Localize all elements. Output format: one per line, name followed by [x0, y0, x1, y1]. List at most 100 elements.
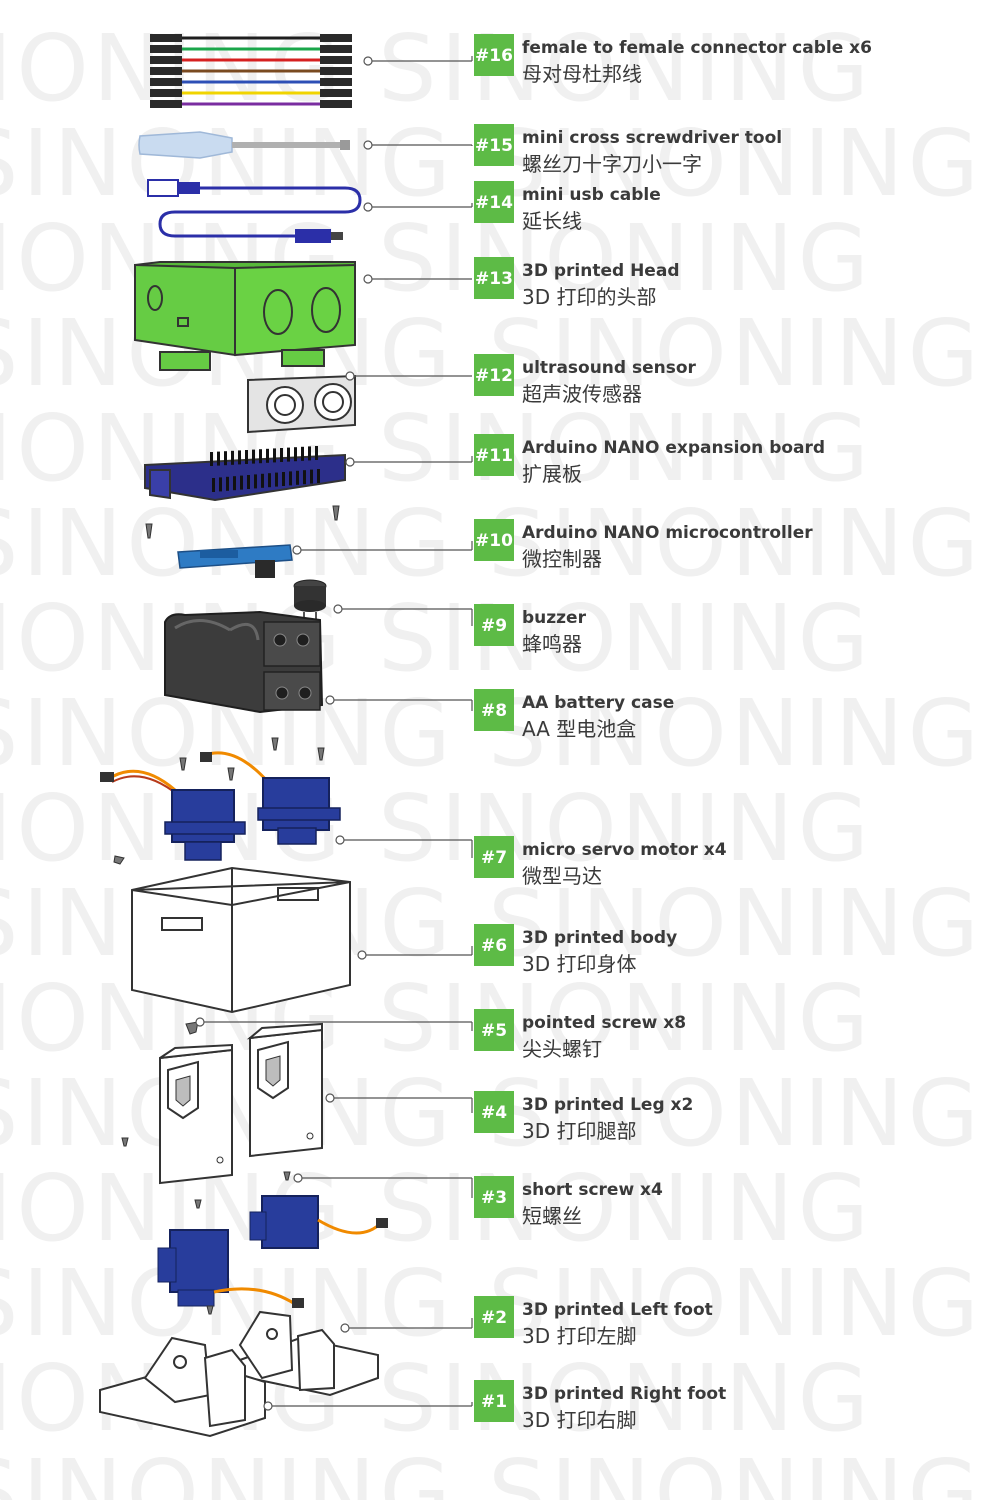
- header-pin: [303, 470, 306, 485]
- watermark-text: SINONING SINONING: [0, 775, 873, 882]
- header-pin: [301, 446, 304, 461]
- part-number-badge: [474, 181, 514, 223]
- body-illustration: [131, 866, 351, 1014]
- header-pin: [219, 477, 222, 492]
- part-number: #1: [481, 1392, 507, 1412]
- header-pin: [212, 478, 215, 492]
- part-number-badge: [474, 1296, 514, 1338]
- part-number: #13: [475, 269, 513, 289]
- part-name-zh: 3D 打印左脚: [522, 1324, 636, 1348]
- part-number: #5: [481, 1021, 507, 1041]
- cable-connector: [320, 100, 352, 108]
- part-name-en: ultrasound sensor: [522, 358, 697, 378]
- leader-dot: [263, 1401, 273, 1411]
- legs-illustration: [121, 1022, 323, 1185]
- leader-dot: [363, 202, 373, 212]
- part-name-zh: 3D 打印右脚: [522, 1408, 636, 1432]
- short-screw-and-lower-servos-illustration: [157, 1171, 388, 1315]
- header-pin: [296, 470, 299, 485]
- part-number: #3: [481, 1188, 507, 1208]
- part-name-zh: 母对母杜邦线: [522, 62, 642, 86]
- header-pin: [233, 476, 236, 491]
- cable-connector: [320, 78, 352, 86]
- cable-connector: [320, 34, 352, 42]
- part-number: #16: [475, 46, 513, 66]
- watermark-text: SINONING SINONING: [0, 965, 873, 1072]
- feet-illustration: [99, 1310, 379, 1438]
- part-number-badge: [474, 1009, 514, 1051]
- part-name-en: 3D printed Head: [522, 261, 679, 281]
- header-pin: [282, 472, 285, 486]
- part-number: #9: [481, 616, 507, 636]
- header-pin: [268, 473, 271, 488]
- part-number: #10: [475, 531, 513, 551]
- part-name-en: 3D printed Right foot: [522, 1384, 726, 1404]
- pointed-screw-illustration: [185, 1021, 199, 1035]
- part-name-en: mini usb cable: [522, 185, 661, 205]
- part-number-badge: [474, 434, 514, 476]
- part-number-badge: [474, 124, 514, 166]
- leader-dot: [363, 56, 373, 66]
- header-pin: [317, 469, 320, 483]
- leader-dot: [363, 274, 373, 284]
- header-pin: [294, 447, 297, 462]
- part-name-zh: 微型马达: [522, 864, 602, 888]
- part-name-en: female to female connector cable x6: [522, 38, 872, 58]
- part-name-zh: 超声波传感器: [522, 382, 642, 406]
- part-name-en: 3D printed Left foot: [522, 1300, 713, 1320]
- ultrasound-sensor-illustration: [247, 374, 356, 434]
- part-name-zh: 3D 打印腿部: [522, 1119, 636, 1143]
- cable-connector: [150, 89, 182, 97]
- head-illustration: [134, 261, 356, 371]
- part-number: #14: [475, 193, 513, 213]
- part-name-en: micro servo motor x4: [522, 840, 727, 860]
- part-number-badge: [474, 34, 514, 76]
- part-number-badge: [474, 257, 514, 299]
- part-name-zh: 3D 打印身体: [522, 952, 636, 976]
- parts-list: #16 female to female connector cable x6 母对…: [195, 34, 872, 1432]
- watermark: SINONING SINONING SINONING SINONING SINO…: [0, 15, 983, 1500]
- watermark-text: SINONING SINONING: [0, 1440, 983, 1500]
- leader-dot: [335, 835, 345, 845]
- leader-dot: [325, 695, 335, 705]
- part-number-badge: [474, 604, 514, 646]
- part-number: #11: [475, 446, 513, 466]
- part-name-zh: 3D 打印的头部: [522, 285, 656, 309]
- part-number-badge: [474, 924, 514, 966]
- header-pin: [224, 451, 227, 466]
- part-name-en: pointed screw x8: [522, 1013, 686, 1033]
- header-pin: [287, 447, 290, 462]
- part-name-zh: AA 型电池盒: [522, 717, 636, 741]
- part-item: #1 3D printed Right foot 3D 打印右脚: [263, 1380, 726, 1432]
- part-number-badge: [474, 689, 514, 731]
- header-pin: [247, 475, 250, 489]
- part-number: #6: [481, 936, 507, 956]
- header-pin: [238, 450, 241, 465]
- part-number-badge: [474, 519, 514, 561]
- header-pin: [315, 446, 318, 460]
- header-pin: [289, 471, 292, 486]
- part-number: #8: [481, 701, 507, 721]
- part-item: #16 female to female connector cable x6 母对…: [363, 34, 872, 86]
- cable-connector: [150, 78, 182, 86]
- header-pin: [245, 450, 248, 464]
- leader-dot: [345, 457, 355, 467]
- cable-connector: [150, 34, 182, 42]
- header-pin: [280, 448, 283, 462]
- usb-cable-illustration: [147, 179, 362, 243]
- header-pin: [310, 469, 313, 484]
- header-pin: [240, 475, 243, 490]
- watermark-text: SINONING SINONING: [0, 585, 873, 692]
- watermark-text: SINONING SINONING: [0, 1155, 873, 1262]
- part-number: #4: [481, 1103, 507, 1123]
- part-name-en: short screw x4: [522, 1180, 663, 1200]
